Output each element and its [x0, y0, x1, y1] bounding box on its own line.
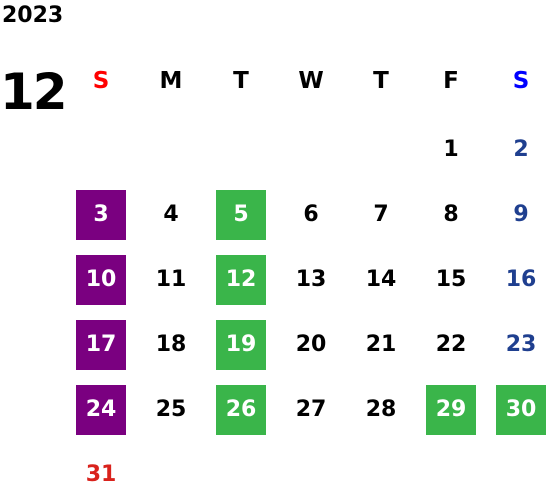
day-cell-14[interactable]: 14 [365, 267, 397, 292]
day-cell-27[interactable]: 27 [295, 397, 327, 422]
day-cell-28[interactable]: 28 [365, 397, 397, 422]
day-cell-7[interactable]: 7 [373, 202, 389, 227]
weekday-header-4: T [373, 68, 389, 94]
day-cell-29[interactable]: 29 [426, 385, 476, 435]
day-cell-8[interactable]: 8 [443, 202, 459, 227]
day-cell-17[interactable]: 17 [76, 320, 126, 370]
weekday-header-5: F [443, 68, 459, 94]
day-cell-23[interactable]: 23 [505, 332, 537, 357]
day-cell-19[interactable]: 19 [216, 320, 266, 370]
day-cell-16[interactable]: 16 [505, 267, 537, 292]
year-label: 2023 [2, 3, 64, 28]
day-cell-4[interactable]: 4 [163, 202, 179, 227]
day-cell-5[interactable]: 5 [216, 190, 266, 240]
day-cell-21[interactable]: 21 [365, 332, 397, 357]
weekday-header-0: S [92, 68, 110, 94]
day-cell-31[interactable]: 31 [85, 462, 117, 487]
weekday-header-1: M [159, 68, 183, 94]
weekday-header-3: W [298, 68, 324, 94]
day-cell-12[interactable]: 12 [216, 255, 266, 305]
day-cell-1[interactable]: 1 [443, 137, 459, 162]
month-label: 12 [0, 63, 68, 121]
day-cell-25[interactable]: 25 [155, 397, 187, 422]
weekday-header-2: T [233, 68, 249, 94]
day-cell-22[interactable]: 22 [435, 332, 467, 357]
day-cell-6[interactable]: 6 [303, 202, 319, 227]
day-cell-2[interactable]: 2 [513, 137, 529, 162]
day-cell-20[interactable]: 20 [295, 332, 327, 357]
day-cell-11[interactable]: 11 [155, 267, 187, 292]
day-cell-10[interactable]: 10 [76, 255, 126, 305]
day-cell-24[interactable]: 24 [76, 385, 126, 435]
day-cell-18[interactable]: 18 [155, 332, 187, 357]
day-cell-3[interactable]: 3 [76, 190, 126, 240]
day-cell-26[interactable]: 26 [216, 385, 266, 435]
day-cell-15[interactable]: 15 [435, 267, 467, 292]
day-cell-13[interactable]: 13 [295, 267, 327, 292]
weekday-header-6: S [512, 68, 530, 94]
day-cell-30[interactable]: 30 [496, 385, 546, 435]
day-cell-9[interactable]: 9 [513, 202, 529, 227]
